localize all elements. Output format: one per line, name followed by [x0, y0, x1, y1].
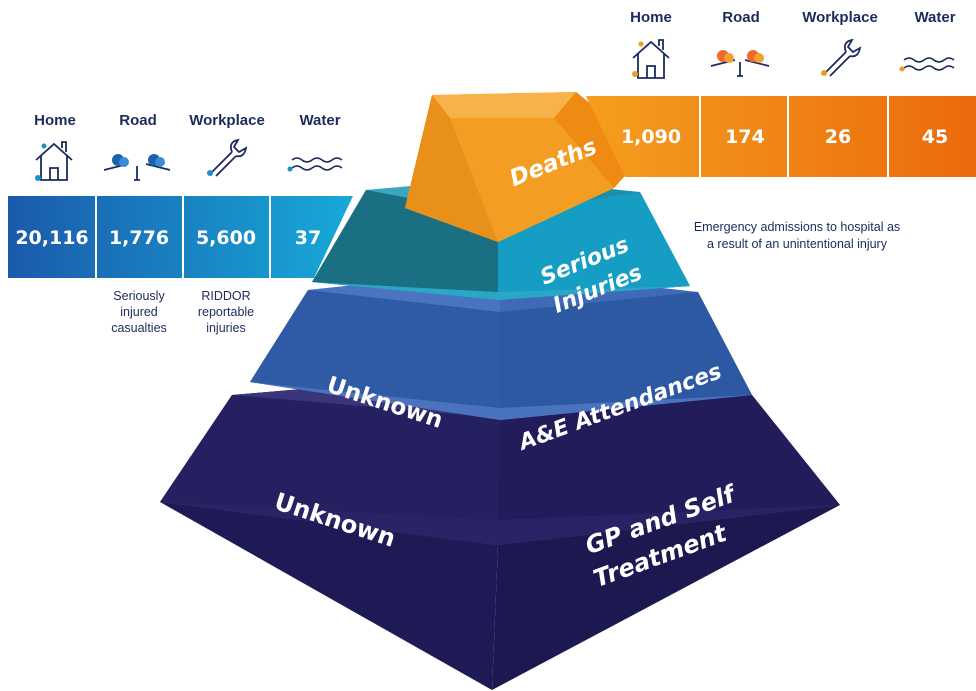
deaths-header-workplace: Workplace — [802, 9, 878, 26]
deaths-value-road: 174 — [725, 126, 765, 148]
pyramid: Deaths Serious Injuries A&E Attendances … — [160, 92, 840, 690]
injuries-value-workplace: 5,600 — [196, 227, 256, 249]
tier-gp-self-treatment — [160, 372, 840, 690]
injuries-value-road: 1,776 — [109, 227, 169, 249]
house-icon — [632, 39, 670, 79]
injuries-value-water: 37 — [295, 227, 321, 249]
deaths-value-water: 45 — [922, 126, 948, 148]
deaths-header-water: Water — [914, 9, 955, 26]
tier-deaths — [405, 92, 648, 242]
water-waves-icon — [287, 157, 343, 172]
note-workplace-line1: RIDDOR — [201, 289, 250, 303]
injuries-panel: Home Road Workplace Water 20,116 1,776 5… — [8, 112, 353, 335]
deaths-header-road: Road — [722, 9, 760, 26]
note-road-line1: Seriously — [113, 289, 165, 303]
injuries-header-road: Road — [119, 112, 157, 129]
deaths-header-home: Home — [630, 9, 672, 26]
road-icon — [103, 154, 171, 181]
road-icon — [710, 50, 770, 77]
note-workplace-line3: injuries — [206, 321, 246, 335]
deaths-value-home: 1,090 — [621, 126, 681, 148]
water-waves-icon — [899, 57, 955, 72]
injuries-value-home: 20,116 — [15, 227, 88, 249]
note-road-line2: injured — [120, 305, 158, 319]
house-icon — [35, 141, 73, 181]
wrench-icon — [207, 138, 248, 177]
injuries-header-home: Home — [34, 112, 76, 129]
tier-ae-attendances — [250, 270, 752, 420]
deaths-panel: Home Road Workplace Water 1,090 174 26 4… — [586, 9, 976, 177]
note-road-line3: casualties — [111, 321, 167, 335]
note-workplace-line2: reportable — [198, 305, 254, 319]
emergency-note-line2: a result of an unintentional injury — [707, 237, 888, 251]
injuries-header-workplace: Workplace — [189, 112, 265, 129]
deaths-value-workplace: 26 — [825, 126, 851, 148]
injuries-header-water: Water — [299, 112, 340, 129]
wrench-icon — [821, 38, 862, 77]
emergency-note-line1: Emergency admissions to hospital as — [694, 220, 900, 234]
